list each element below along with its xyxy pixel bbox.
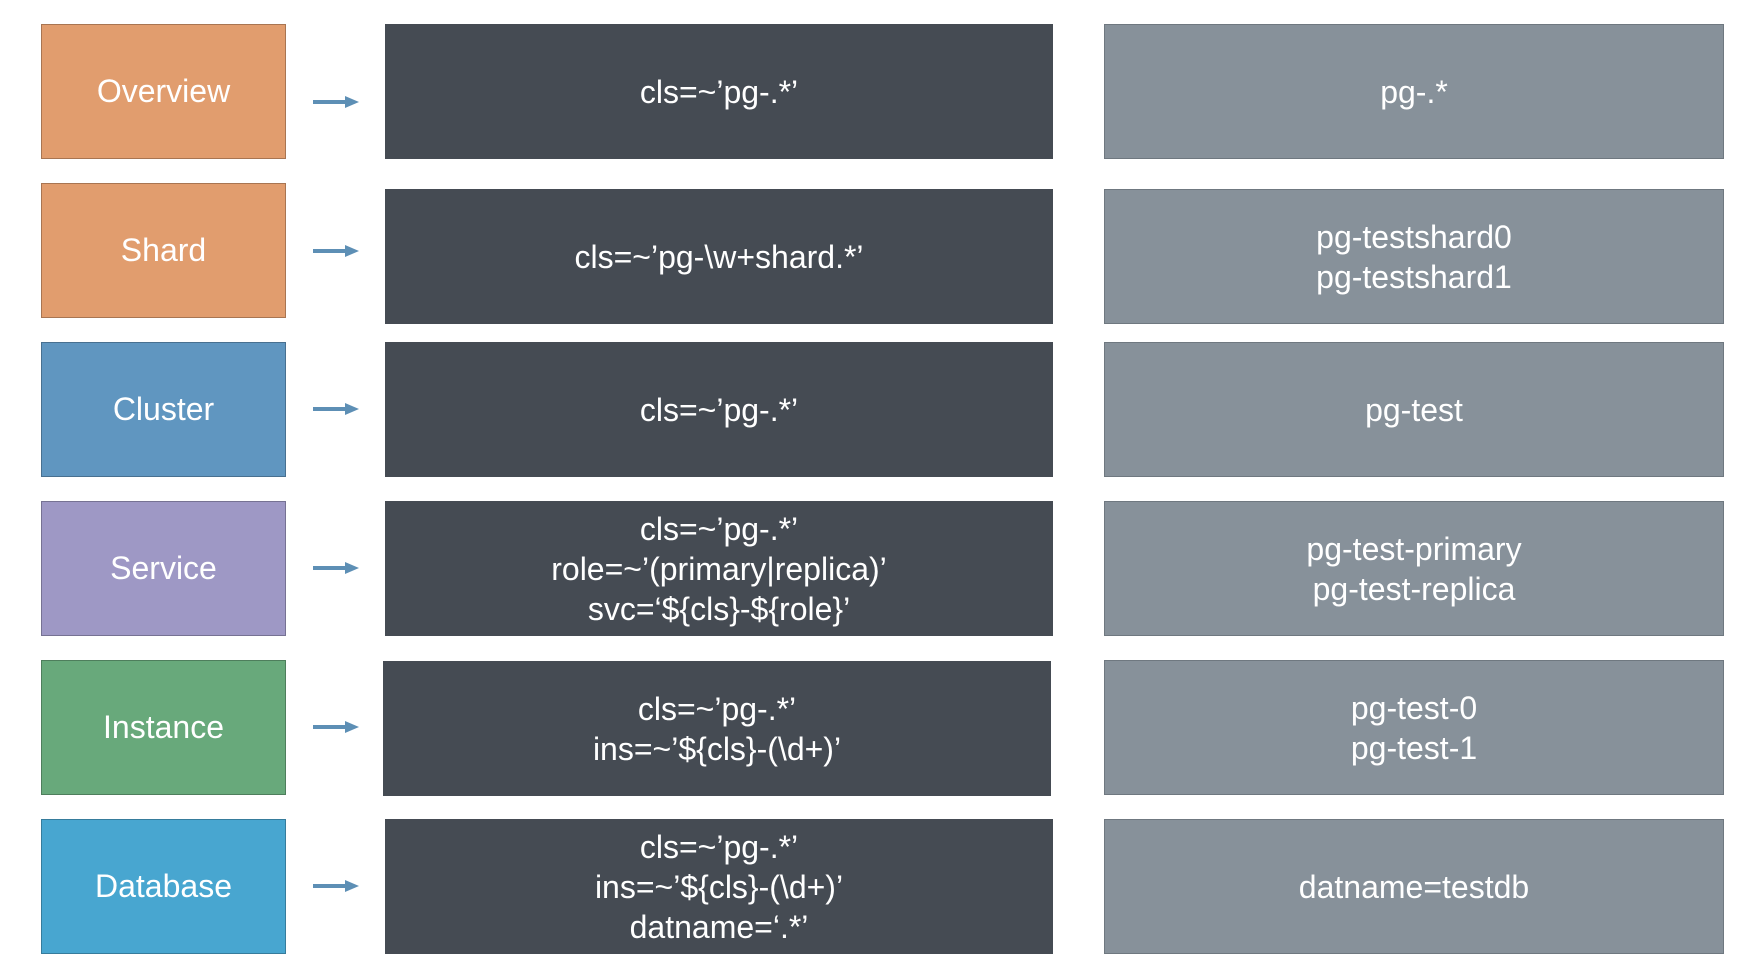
result-box: datname=testdb bbox=[1104, 819, 1724, 954]
level-box-instance: Instance bbox=[41, 660, 286, 795]
arrow-icon bbox=[313, 245, 359, 257]
pattern-line: cls=~’pg-.*’ bbox=[639, 828, 799, 865]
arrow-icon bbox=[313, 721, 359, 733]
level-label: Cluster bbox=[112, 391, 215, 427]
level-label: Database bbox=[95, 868, 232, 904]
result-line: pg-.* bbox=[1380, 73, 1448, 110]
level-label: Overview bbox=[96, 73, 231, 109]
pattern-box: cls=~’pg-.*’ ins=~’${cls}-(\d+)’ datname… bbox=[385, 819, 1053, 954]
arrow-icon bbox=[313, 403, 359, 415]
result-box: pg-test bbox=[1104, 342, 1724, 477]
pattern-line: role=~’(primary|replica)’ bbox=[551, 550, 887, 587]
result-box: pg-test-primary pg-test-replica bbox=[1104, 501, 1724, 636]
result-line: pg-test-replica bbox=[1312, 570, 1516, 607]
level-box-database: Database bbox=[41, 819, 286, 954]
pattern-box: cls=~’pg-.*’ bbox=[385, 342, 1053, 477]
arrow-icon bbox=[313, 562, 359, 574]
level-box-overview: Overview bbox=[41, 24, 286, 159]
result-line: pg-testshard1 bbox=[1316, 258, 1512, 295]
result-box: pg-test-0 pg-test-1 bbox=[1104, 660, 1724, 795]
result-line: pg-test-0 bbox=[1350, 689, 1478, 726]
result-line: pg-test-1 bbox=[1350, 729, 1478, 766]
pattern-line: datname=‘.*’ bbox=[629, 908, 809, 945]
pattern-line: cls=~’pg-.*’ bbox=[639, 73, 799, 110]
pattern-box: cls=~’pg-.*’ bbox=[385, 24, 1053, 159]
pattern-box: cls=~’pg-.*’ ins=~’${cls}-(\d+)’ bbox=[383, 661, 1051, 796]
pattern-box: cls=~’pg-\w+shard.*’ bbox=[385, 189, 1053, 324]
pattern-box: cls=~’pg-.*’ role=~’(primary|replica)’ s… bbox=[385, 501, 1053, 636]
level-box-shard: Shard bbox=[41, 183, 286, 318]
result-line: pg-test-primary bbox=[1306, 530, 1522, 567]
pattern-line: svc=‘${cls}-${role}’ bbox=[587, 590, 851, 627]
pattern-line: ins=~’${cls}-(\d+)’ bbox=[592, 730, 842, 767]
level-box-cluster: Cluster bbox=[41, 342, 286, 477]
pattern-line: ins=~’${cls}-(\d+)’ bbox=[594, 868, 844, 905]
pattern-line: cls=~’pg-.*’ bbox=[637, 690, 797, 727]
result-line: pg-test bbox=[1365, 391, 1463, 428]
arrow-icon bbox=[313, 880, 359, 892]
level-box-service: Service bbox=[41, 501, 286, 636]
pattern-line: cls=~’pg-.*’ bbox=[639, 391, 799, 428]
level-label: Service bbox=[110, 550, 217, 586]
pattern-line: cls=~’pg-\w+shard.*’ bbox=[574, 238, 864, 275]
pattern-line: cls=~’pg-.*’ bbox=[639, 510, 799, 547]
arrow-icon bbox=[313, 96, 359, 108]
result-line: datname=testdb bbox=[1298, 868, 1530, 905]
level-label: Instance bbox=[103, 709, 224, 745]
result-line: pg-testshard0 bbox=[1316, 218, 1512, 255]
level-label: Shard bbox=[120, 232, 207, 268]
result-box: pg-.* bbox=[1104, 24, 1724, 159]
result-box: pg-testshard0 pg-testshard1 bbox=[1104, 189, 1724, 324]
